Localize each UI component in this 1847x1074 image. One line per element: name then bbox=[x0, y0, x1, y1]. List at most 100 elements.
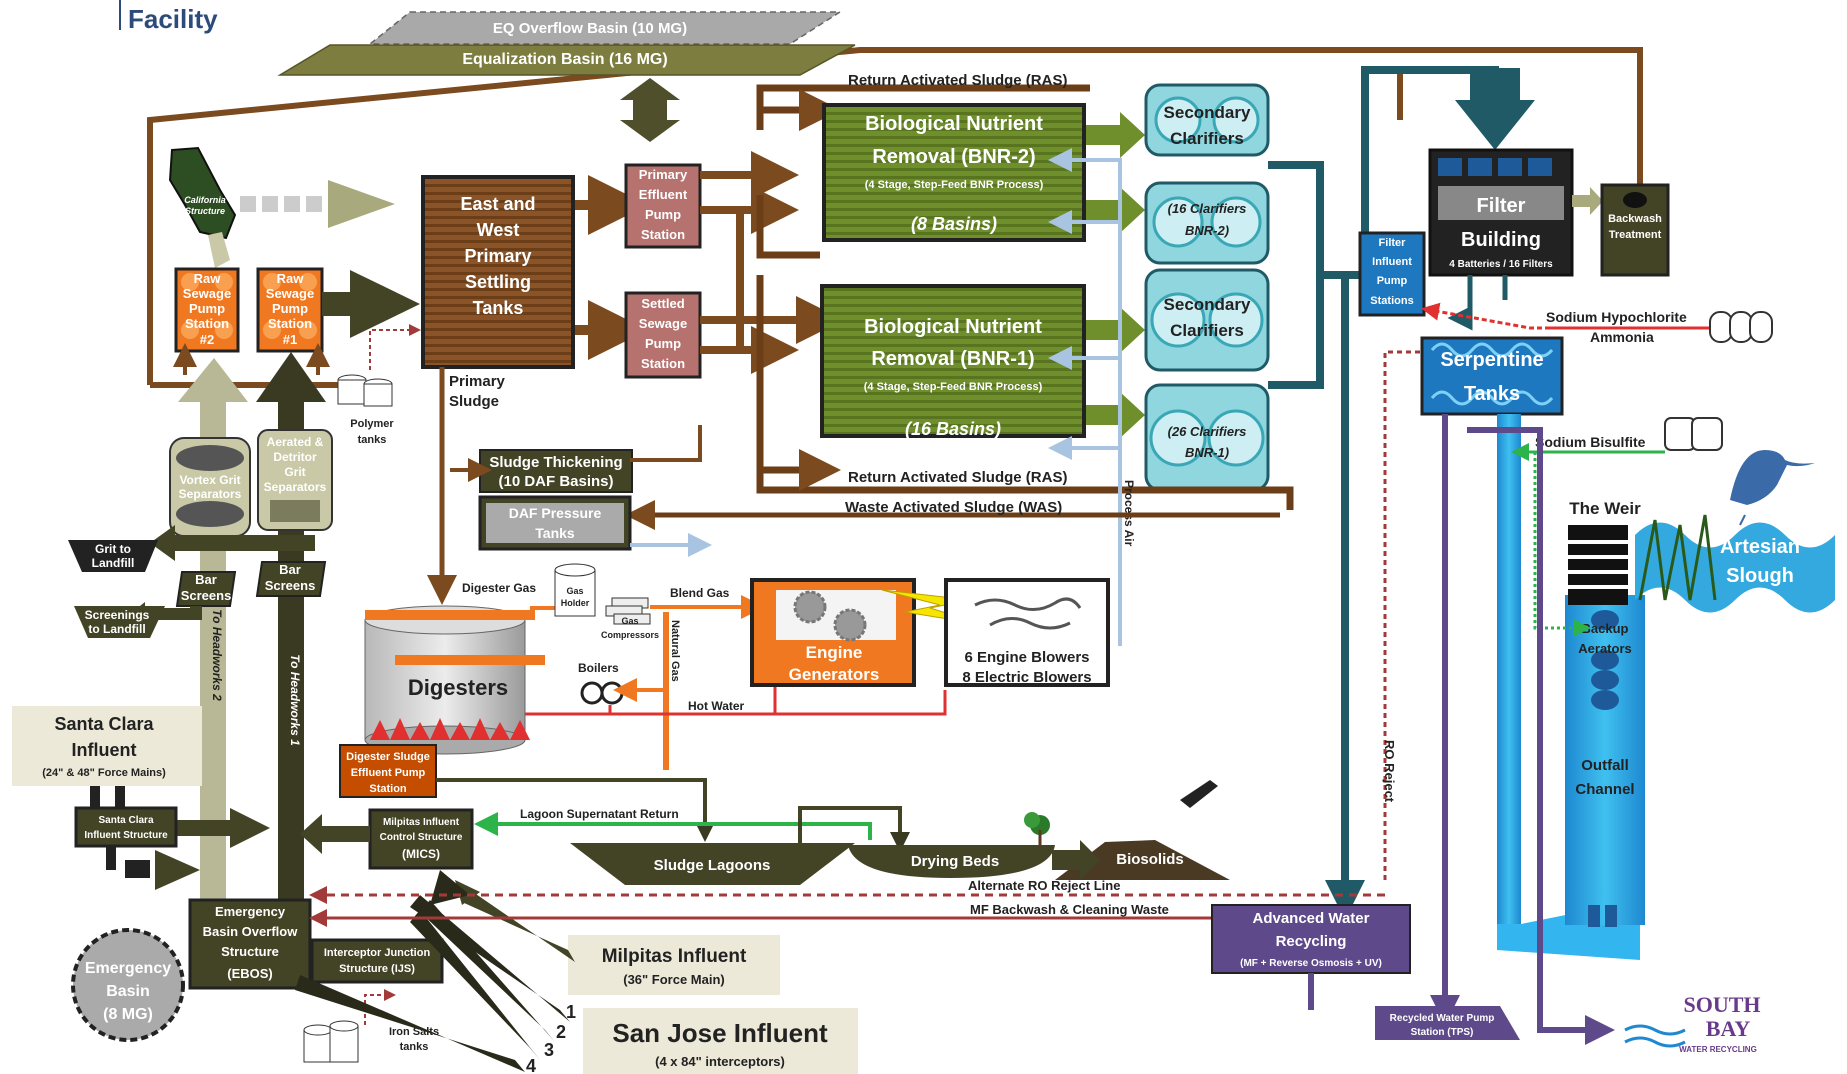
grit-to-landfill: Grit to Landfill bbox=[68, 540, 158, 572]
heron-icon bbox=[1730, 450, 1815, 526]
thickening-loop bbox=[450, 425, 712, 557]
sodium-bisulfite-feed: Sodium Bisulfite bbox=[1511, 417, 1723, 637]
svg-text:Backup: Backup bbox=[1582, 621, 1629, 636]
secondary-clarifiers-bnr2: Secondary Clarifiers bbox=[1144, 83, 1270, 157]
svg-text:Holder: Holder bbox=[561, 598, 590, 608]
headworks-2-column: To Headworks 2 bbox=[178, 358, 248, 900]
svg-text:Sewage: Sewage bbox=[266, 286, 314, 301]
svg-text:Iron Salts: Iron Salts bbox=[389, 1026, 439, 1038]
svg-text:(8 Basins): (8 Basins) bbox=[911, 214, 997, 234]
california-structure: California Structure bbox=[168, 146, 237, 240]
svg-text:#2: #2 bbox=[200, 332, 214, 347]
svg-text:Alternate RO Reject Line: Alternate RO Reject Line bbox=[968, 878, 1120, 893]
ras-bottom-label: Return Activated Sludge (RAS) bbox=[848, 469, 1067, 486]
svg-text:Digester Gas: Digester Gas bbox=[462, 581, 536, 595]
svg-text:Station: Station bbox=[185, 316, 229, 331]
ijs-structure: Interceptor Junction Structure (IJS) bbox=[310, 938, 444, 984]
svg-text:Pump: Pump bbox=[189, 301, 225, 316]
svg-text:Influent: Influent bbox=[1372, 256, 1412, 268]
svg-text:Sodium Bisulfite: Sodium Bisulfite bbox=[1535, 434, 1646, 450]
svg-text:Digester Sludge: Digester Sludge bbox=[346, 751, 430, 763]
svg-text:Gas: Gas bbox=[566, 586, 583, 596]
svg-text:6 Engine Blowers: 6 Engine Blowers bbox=[964, 649, 1089, 666]
svg-text:RO Reject: RO Reject bbox=[1382, 740, 1397, 803]
svg-text:Secondary: Secondary bbox=[1164, 295, 1251, 314]
filter-to-serpentine-flows bbox=[1447, 275, 1508, 331]
svg-text:BAY: BAY bbox=[1706, 1016, 1751, 1041]
svg-text:Landfill: Landfill bbox=[92, 556, 135, 570]
digester-gas-flow: Digester Gas bbox=[462, 581, 565, 610]
svg-text:Control Structure: Control Structure bbox=[380, 832, 463, 843]
dsep-to-lagoons-line bbox=[436, 778, 715, 842]
svg-text:Bar: Bar bbox=[195, 572, 217, 587]
svg-text:Natural Gas: Natural Gas bbox=[669, 620, 681, 682]
facility-label: Facility bbox=[128, 4, 218, 34]
svg-text:Treatment: Treatment bbox=[1609, 229, 1662, 241]
blend-gas-line: Blend Gas bbox=[650, 586, 765, 619]
svg-text:2: 2 bbox=[556, 1022, 566, 1042]
eq-overflow-label: EQ Overflow Basin (10 MG) bbox=[493, 20, 687, 37]
serpentine-tanks: Serpentine Tanks bbox=[1420, 336, 1564, 416]
engine-generators: Engine Generators bbox=[750, 578, 916, 687]
svg-text:(16 Basins): (16 Basins) bbox=[905, 419, 1001, 439]
svg-text:Sewage: Sewage bbox=[639, 316, 687, 331]
process-air-lines bbox=[1048, 148, 1122, 646]
santa-clara-influent-structure: Santa Clara Influent Structure bbox=[74, 806, 178, 848]
svg-text:Interceptor Junction: Interceptor Junction bbox=[324, 947, 431, 959]
svg-text:Tanks: Tanks bbox=[535, 525, 575, 541]
svg-text:Santa Clara: Santa Clara bbox=[54, 714, 154, 734]
svg-text:Building: Building bbox=[1461, 229, 1541, 251]
svg-text:Sodium Hypochlorite: Sodium Hypochlorite bbox=[1546, 309, 1687, 325]
svg-text:Recycled Water Pump: Recycled Water Pump bbox=[1390, 1013, 1495, 1024]
svg-text:Structure: Structure bbox=[221, 944, 279, 959]
svg-text:(MICS): (MICS) bbox=[402, 847, 440, 861]
svg-text:4 Batteries / 16 Filters: 4 Batteries / 16 Filters bbox=[1449, 259, 1553, 270]
svg-text:Secondary: Secondary bbox=[1164, 103, 1251, 122]
svg-text:Pump: Pump bbox=[272, 301, 308, 316]
bar-screens-2: Bar Screens bbox=[175, 571, 237, 607]
svg-text:Artesian: Artesian bbox=[1720, 536, 1800, 558]
svg-text:Milpitas Influent: Milpitas Influent bbox=[602, 946, 747, 967]
svg-text:Pump: Pump bbox=[645, 336, 681, 351]
san-jose-interceptors: 1 2 3 4 bbox=[295, 870, 576, 1074]
svg-text:Advanced Water: Advanced Water bbox=[1253, 910, 1370, 927]
svg-text:(24" & 48" Force Mains): (24" & 48" Force Mains) bbox=[42, 767, 166, 779]
artesian-slough: Artesian Slough bbox=[1635, 514, 1835, 613]
outfall-channel-label: Outfall Channel bbox=[1575, 757, 1634, 798]
svg-text:Pump: Pump bbox=[645, 207, 681, 222]
ro-reject-line: RO Reject bbox=[1382, 350, 1420, 880]
svg-text:Polymer: Polymer bbox=[350, 418, 394, 430]
sludge-lagoons: Sludge Lagoons bbox=[570, 843, 855, 885]
backwash-treatment: Backwash Treatment bbox=[1600, 183, 1670, 277]
svg-text:(8 MG): (8 MG) bbox=[103, 1006, 153, 1023]
svg-text:Hot Water: Hot Water bbox=[688, 699, 745, 713]
alt-ro-reject-line: Alternate RO Reject Line bbox=[309, 878, 1385, 904]
svg-text:Biosolids: Biosolids bbox=[1116, 851, 1184, 868]
svg-text:Return Activated Sludge (RAS): Return Activated Sludge (RAS) bbox=[848, 469, 1067, 486]
svg-text:Basin: Basin bbox=[106, 983, 150, 1000]
sludge-thickening: Sludge Thickening (10 DAF Basins) bbox=[479, 449, 633, 493]
svg-text:1: 1 bbox=[566, 1002, 576, 1022]
svg-text:Santa Clara: Santa Clara bbox=[98, 815, 153, 826]
svg-text:East and: East and bbox=[460, 194, 535, 214]
svg-text:Drying Beds: Drying Beds bbox=[911, 853, 999, 870]
svg-text:Detritor: Detritor bbox=[273, 450, 317, 464]
screenings-to-landfill: Screenings to Landfill bbox=[74, 606, 165, 638]
aerated-detritor-grit-separators: Aerated & Detritor Grit Separators bbox=[257, 429, 333, 531]
svg-text:Influent: Influent bbox=[72, 740, 137, 760]
was-line bbox=[625, 486, 1294, 530]
natural-gas-line: Natural Gas bbox=[663, 612, 681, 770]
svg-text:Ammonia: Ammonia bbox=[1590, 329, 1654, 345]
svg-text:(4 x 84" interceptors): (4 x 84" interceptors) bbox=[655, 1054, 785, 1069]
svg-text:Raw: Raw bbox=[277, 271, 305, 286]
primary-sludge-label: Primary Sludge bbox=[449, 373, 506, 410]
secondary-clarifiers-bnr1: Secondary Clarifiers bbox=[1144, 268, 1270, 372]
svg-text:Emergency: Emergency bbox=[85, 960, 171, 977]
svg-text:Primary: Primary bbox=[464, 246, 531, 266]
clarifiers-bnr1-detail: (26 Clarifiers BNR-1) bbox=[1144, 383, 1270, 492]
svg-text:tanks: tanks bbox=[400, 1041, 429, 1053]
svg-text:Sludge Lagoons: Sludge Lagoons bbox=[654, 857, 771, 874]
svg-text:West: West bbox=[477, 220, 520, 240]
svg-text:Clarifiers: Clarifiers bbox=[1170, 321, 1244, 340]
